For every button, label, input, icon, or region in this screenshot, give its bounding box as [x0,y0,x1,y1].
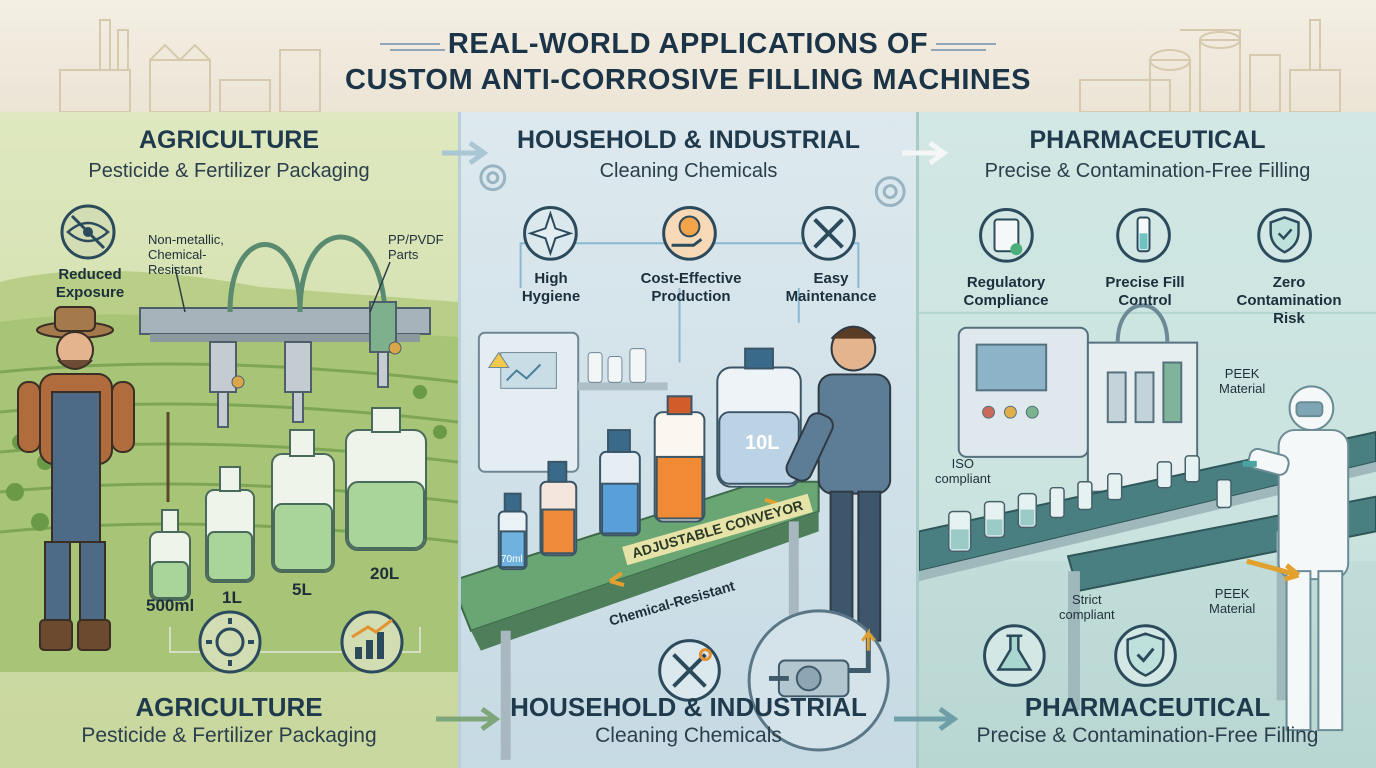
arrow-agri-to-house-bottom [436,706,501,732]
title-decoration-left [380,43,445,51]
feature-zero-contamination-label: Zero Contamination Risk [1236,274,1342,327]
household-subtitle: Cleaning Chemicals [599,160,778,182]
coin-hand-icon [662,206,717,261]
feature-reduced-exposure-label: Reduced Exposure [55,266,125,301]
arrow-house-to-pharma-top [902,140,949,166]
agriculture-footer-subtitle: Pesticide & Fertilizer Packaging [81,724,377,747]
feature-zero-contamination: Zero Contamination Risk [1224,268,1354,328]
wrench-screwdriver-icon [801,206,856,261]
shield-check-icon [1257,208,1312,263]
household-scene-illustration [461,164,906,760]
agriculture-title: AGRICULTURE [138,126,320,154]
header: REAL-WORLD APPLICATIONS OF CUSTOM ANTI-C… [0,0,1376,112]
agriculture-scene-illustration [0,204,458,674]
spray-label: 70ml [501,554,523,565]
gear-icon [479,164,906,208]
household-footer: HOUSEHOLD & INDUSTRIAL Cleaning Chemical… [461,686,916,768]
household-panel: HOUSEHOLD & INDUSTRIAL Cleaning Chemical… [458,112,916,768]
feature-cost-effective: Cost-Effective Production [621,264,761,306]
shield-check-icon [1114,624,1177,687]
size-label-500ml: 500ml [146,596,195,615]
size-label-5l: 5L [292,580,312,599]
page-title-line2: CUSTOM ANTI-CORROSIVE FILLING MACHINES [345,64,1031,96]
pharma-footer: PHARMACEUTICAL Precise & Contamination-F… [919,686,1376,768]
gear-wrench-icon [198,610,262,674]
feature-high-hygiene: High Hygiene [501,264,601,306]
arrow-agri-to-house-top [442,140,489,166]
pharma-footer-subtitle: Precise & Contamination-Free Filling [976,724,1319,747]
household-footer-subtitle: Cleaning Chemicals [595,724,782,747]
vial-drop-icon [1116,208,1171,263]
feature-high-hygiene-label: High Hygiene [521,270,581,305]
note-iso-compliant: ISO compliant [935,456,991,486]
household-title: HOUSEHOLD & INDUSTRIAL [516,126,861,154]
note-pp-pvdf: PP/PVDF Parts [388,232,444,262]
feature-regulatory-compliance: Regulatory Compliance [951,268,1061,310]
pharma-scene-illustration [919,203,1376,732]
feature-easy-maintenance: Easy Maintenance [776,264,886,306]
note-peek-material-top: PEEK Material [1219,366,1266,396]
pharma-panel: PHARMACEUTICAL Precise & Contamination-F… [916,112,1376,768]
feature-precise-fill-label: Precise Fill Control [1105,274,1185,309]
household-footer-title: HOUSEHOLD & INDUSTRIAL [510,692,867,722]
factory-skyline-illustration [59,19,1341,112]
note-peek-material-bottom: PEEK Material [1209,586,1256,616]
pharma-subtitle: Precise & Contamination-Free Filling [984,160,1311,182]
sparkle-icon [523,206,578,261]
arrow-house-to-pharma-bottom [894,706,959,732]
feature-reduced-exposure: Reduced Exposure [40,260,140,302]
eye-slash-icon [60,204,116,260]
feature-precise-fill: Precise Fill Control [1095,268,1195,310]
agriculture-subtitle: Pesticide & Fertilizer Packaging [88,160,370,182]
feature-cost-effective-label: Cost-Effective Production [640,270,742,305]
pharma-title: PHARMACEUTICAL [1029,126,1266,154]
size-label-1l: 1L [222,588,242,607]
note-strict-compliant: Strict compliant [1059,592,1115,622]
agriculture-footer: AGRICULTURE Pesticide & Fertilizer Packa… [0,686,458,768]
clipboard-check-icon [979,208,1034,263]
tools-icon [658,639,721,702]
title-decoration-right [931,43,996,51]
feature-regulatory-compliance-label: Regulatory Compliance [963,274,1049,309]
flask-icon [983,624,1046,687]
agriculture-footer-title: AGRICULTURE [135,692,323,722]
pharma-footer-title: PHARMACEUTICAL [1024,692,1271,722]
note-non-metallic: Non-metallic, Chemical- Resistant [148,232,224,277]
page-title-line1: REAL-WORLD APPLICATIONS OF [447,28,929,60]
growth-chart-icon [340,610,404,674]
page-title: REAL-WORLD APPLICATIONS OF CUSTOM ANTI-C… [0,26,1376,98]
agriculture-panel: AGRICULTURE Pesticide & Fertilizer Packa… [0,112,458,768]
size-label-20l: 20L [370,564,400,583]
jug-label: 10L [745,432,780,454]
feature-easy-maintenance-label: Easy Maintenance [785,270,877,305]
